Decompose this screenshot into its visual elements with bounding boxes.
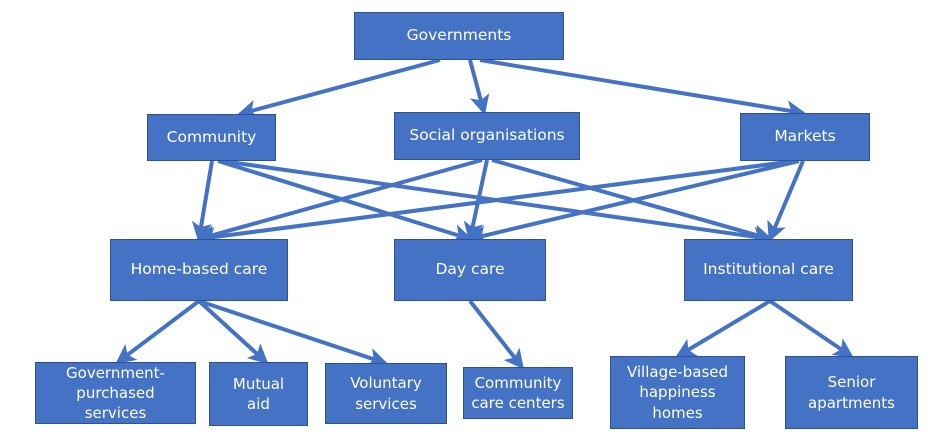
arrow-governments-to-markets	[479, 58, 807, 121]
node-social-organisations: Social organisations	[394, 112, 580, 160]
node-home-based-care: Home-based care	[110, 239, 288, 301]
arrow-institutional-care-to-senior-apartments	[768, 299, 854, 358]
arrow-day-care-to-community-care-centers	[468, 299, 524, 370]
node-governments: Governments	[354, 12, 564, 60]
arrow-governments-to-social-organisations	[468, 59, 490, 116]
arrow-home-based-care-to-government-purchased-services	[115, 299, 201, 364]
node-voluntary-services: Voluntary services	[325, 363, 447, 424]
node-mutual-aid: Mutual aid	[209, 362, 308, 426]
node-day-care: Day care	[394, 239, 546, 301]
node-markets: Markets	[740, 113, 870, 161]
arrow-markets-to-home-based-care	[195, 159, 796, 247]
arrow-institutional-care-to-village-based-happiness-homes	[675, 299, 772, 358]
node-community: Community	[147, 114, 276, 161]
arrow-governments-to-community	[236, 58, 441, 120]
node-government-purchased-services: Government- purchased services	[35, 362, 196, 424]
arrow-community-to-home-based-care	[191, 160, 214, 243]
arrow-home-based-care-to-voluntary-services	[198, 299, 389, 368]
arrow-home-based-care-to-mutual-aid	[197, 299, 269, 365]
node-institutional-care: Institutional care	[684, 239, 853, 301]
arrow-markets-to-institutional-care	[767, 160, 805, 242]
node-community-care-centers: Community care centers	[463, 367, 573, 419]
node-senior-apartments: Senior apartments	[785, 356, 918, 429]
node-village-based-happiness-homes: Village-based happiness homes	[610, 356, 745, 429]
arrow-markets-to-day-care	[466, 159, 800, 245]
arrow-social-organisations-to-home-based-care	[195, 158, 483, 245]
